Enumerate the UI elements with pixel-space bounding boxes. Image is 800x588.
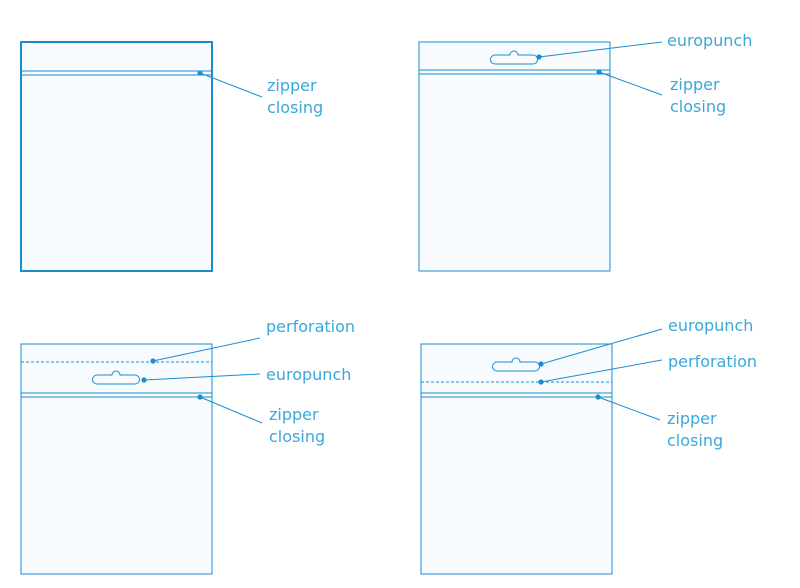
perforation-label: perforation xyxy=(266,317,355,336)
bag-europunch-zipper: europunch zipper closing xyxy=(418,31,752,272)
zipper-leader xyxy=(597,396,661,421)
perforation-leader xyxy=(152,337,261,362)
perforation-leader xyxy=(540,359,663,383)
europunch-label: europunch xyxy=(667,31,752,50)
zipper-label-line2: closing xyxy=(670,97,726,116)
bag-outline xyxy=(20,343,213,575)
zipper-label-line2: closing xyxy=(667,431,723,450)
bag-outline xyxy=(420,343,613,575)
europunch-label: europunch xyxy=(266,365,351,384)
zipper-leader xyxy=(199,72,263,98)
bag-outline xyxy=(418,41,611,272)
europunch-label: europunch xyxy=(668,316,753,335)
europunch-leader xyxy=(538,41,663,58)
europunch-point xyxy=(536,54,542,60)
zipper-leader xyxy=(598,71,663,96)
bag-zipper-only: zipper closing xyxy=(20,41,323,272)
bag-perforation-europunch-zipper: perforation europunch zipper closing xyxy=(20,317,355,575)
zipper-label-line2: closing xyxy=(269,427,325,446)
zipper-leader xyxy=(199,396,263,424)
zipper-label-line2: closing xyxy=(267,98,323,117)
europunch-leader xyxy=(540,328,663,365)
zipper-label-line1: zipper xyxy=(267,76,317,95)
europunch-point xyxy=(538,361,544,367)
zipper-point xyxy=(197,70,203,76)
zipper-label-line1: zipper xyxy=(667,409,717,428)
bag-europunch-perforation-zipper: europunch perforation zipper closing xyxy=(420,316,757,575)
perforation-point xyxy=(538,379,544,385)
europunch-leader xyxy=(143,373,261,381)
perforation-point xyxy=(150,358,156,364)
europunch-hole xyxy=(92,370,140,385)
zipper-point xyxy=(197,394,203,400)
zipper-point xyxy=(596,69,602,75)
zipper-point xyxy=(595,394,601,400)
zipper-label-line1: zipper xyxy=(269,405,319,424)
europunch-point xyxy=(141,377,147,383)
perforation-label: perforation xyxy=(668,352,757,371)
zipper-label-line1: zipper xyxy=(670,75,720,94)
bag-outline xyxy=(20,41,213,272)
